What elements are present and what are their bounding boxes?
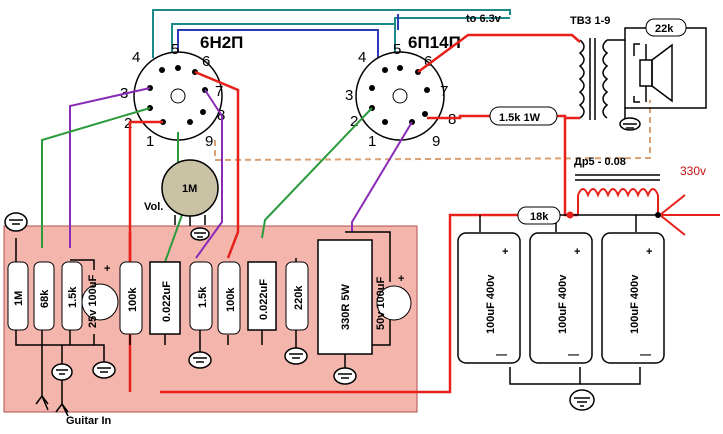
board-ground-icon [333, 367, 357, 385]
pin-label: 7 [215, 83, 223, 100]
volume-label: Vol. [144, 201, 163, 213]
resistor-cathode1-label: 1.5k [67, 286, 79, 308]
filter-node [566, 211, 574, 219]
pin-label: 4 [358, 49, 366, 66]
pin-label: 9 [205, 133, 213, 150]
board-wiring-black [15, 231, 391, 417]
capacitor-cathode-power-label: 50v 100uF [375, 277, 387, 330]
board-ground-icon [284, 347, 308, 365]
filter-capacitor-1: + — 100uF 400v [457, 232, 521, 364]
filter-capacitor-3-label: 100uF 400v [629, 274, 641, 334]
cap-plus-sign: + [104, 263, 110, 275]
filter-ground-icon [569, 389, 595, 411]
transformer-ground-icon [619, 117, 641, 131]
resistor-plate2-body [217, 261, 241, 335]
pin-label: 1 [368, 133, 376, 150]
pin-label: 6 [202, 53, 210, 70]
resistor-grid2-label: 220k [293, 285, 305, 310]
output-transformer [578, 38, 609, 120]
capacitor-cathode1: 25v 100uF + [81, 263, 119, 328]
heater-label: to 6.3v [466, 13, 502, 25]
capacitor-cathode-power: 50v 100uF + [375, 273, 412, 330]
cap-plus-sign: + [398, 273, 404, 285]
cap-minus-sign: — [568, 349, 579, 361]
resistor-plate1-label: 100k [127, 287, 139, 312]
capacitor-cathode1-label: 25v 100uF [87, 275, 99, 328]
volume-pot-label: 1M [182, 183, 197, 195]
capacitor-coupling1-label: 0.022uF [161, 281, 173, 322]
resistor-cathode2-label: 1.5k [197, 286, 209, 308]
pin-label: 3 [345, 87, 353, 104]
cap-minus-sign: — [640, 349, 651, 361]
power-tube-label: 6П14П [408, 33, 461, 52]
guitar-input-jack-icon [35, 394, 69, 413]
resistor-cathode-power-label: 330R 5W [340, 284, 352, 330]
resistor-1m-label: 1M [13, 291, 25, 306]
pin-label: 5 [393, 41, 401, 58]
speaker-resistor-label: 22k [655, 23, 674, 35]
pot-ground-icon [190, 227, 210, 241]
capacitor-coupling2-body [247, 261, 277, 331]
heater-wiring-blue [177, 14, 399, 70]
resistor-68k-body [33, 261, 55, 331]
transformer-label: ТВЗ 1-9 [570, 15, 610, 27]
board-ground-icon [4, 212, 28, 232]
pin-label: 9 [432, 133, 440, 150]
volume-pot-icon [161, 159, 219, 226]
speaker-circuit [607, 27, 707, 120]
speaker-icon [639, 43, 673, 103]
preamp-tube-label: 6Н2П [200, 33, 243, 52]
speaker-resistor-body [645, 18, 687, 37]
screen-resistor-label: 1.5k 1W [499, 112, 541, 124]
pin-label: 1 [146, 133, 154, 150]
dashed-return-line [214, 100, 651, 162]
resistor-68k-label: 68k [39, 289, 51, 308]
filter-capacitor-2-label: 100uF 400v [557, 274, 569, 334]
resistor-plate1-body [119, 261, 143, 335]
capacitor-coupling1-body [149, 261, 181, 335]
screen-resistor-body [489, 106, 558, 126]
heater-wiring [152, 9, 511, 62]
filter-capacitor-1-label: 100uF 400v [485, 274, 497, 334]
cap-plus-sign: + [574, 246, 580, 258]
resistor-cathode1-body [61, 261, 83, 331]
filter-wiring-red [160, 213, 518, 394]
power-tube [355, 51, 445, 141]
pin-label: 7 [440, 83, 448, 100]
board-ground-icon [188, 351, 212, 369]
capacitor-coupling2-label: 0.022uF [258, 279, 270, 320]
resistor-1m-body [7, 261, 29, 331]
filter-capacitor-3: + — 100uF 400v [601, 232, 665, 364]
filter-resistor-label: 18k [530, 211, 549, 223]
choke-winding [577, 188, 659, 215]
b-plus-label: 330v [680, 164, 706, 178]
guitar-input-label: Guitar In [66, 415, 112, 427]
board-ground-icon [92, 361, 116, 379]
pin-label: 6 [424, 53, 432, 70]
cap-minus-sign: — [496, 349, 507, 361]
pin-label: 4 [132, 49, 140, 66]
choke-icon [575, 174, 660, 181]
board-ground-icon [51, 363, 73, 381]
pin-label: 5 [171, 41, 179, 58]
resistor-cathode2-body [189, 261, 213, 331]
grid-wiring-purple [69, 87, 413, 259]
resistor-plate2-label: 100k [225, 287, 237, 312]
cap-plus-sign: + [502, 246, 508, 258]
pin-label: 2 [124, 115, 132, 132]
pin-label: 2 [350, 113, 358, 130]
resistor-cathode-power-body [317, 239, 373, 355]
choke-label: Др5 - 0.08 [574, 156, 626, 168]
b-plus-arrow-icon [658, 194, 720, 236]
resistor-grid2-body [285, 261, 309, 331]
filter-capacitor-2: + — 100uF 400v [529, 232, 593, 364]
pin-label: 8 [448, 111, 456, 128]
power-pin-labels: 4 5 6 3 7 2 8 1 9 [345, 41, 456, 150]
filter-resistor-body [517, 206, 561, 225]
cap-plus-sign: + [646, 246, 652, 258]
